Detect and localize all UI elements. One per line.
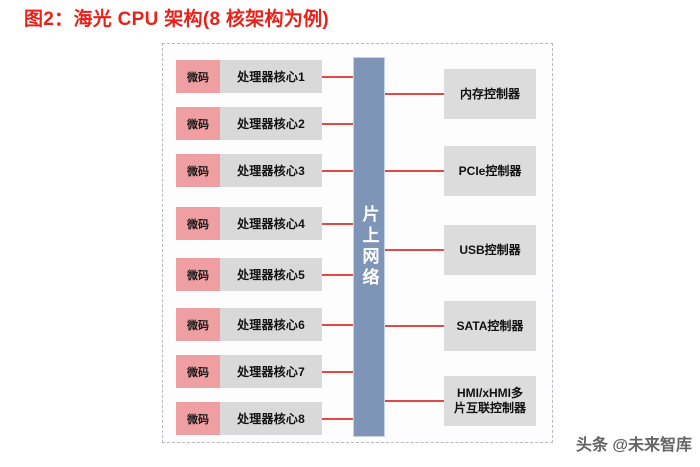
core-row: 微码 处理器核心6 (176, 308, 322, 341)
core-connector-line (322, 274, 354, 276)
core-connector-line (322, 76, 354, 78)
core-connector-line (322, 324, 354, 326)
watermark: 头条 @未来智库 (575, 437, 692, 454)
core-label: 处理器核心5 (220, 258, 322, 291)
core-label: 处理器核心1 (220, 60, 322, 93)
core-connector-line (322, 123, 354, 125)
page-title: 图2：海光 CPU 架构(8 核架构为例) (24, 9, 330, 30)
core-label: 处理器核心3 (220, 154, 322, 187)
microcode-block: 微码 (176, 154, 220, 187)
controller-block: PCIe控制器 (444, 146, 536, 196)
core-row: 微码 处理器核心3 (176, 154, 322, 187)
microcode-block: 微码 (176, 258, 220, 291)
network-on-chip-block: 片上网络 (353, 57, 385, 437)
controller-block: HMI/xHMI多 片互联控制器 (444, 376, 536, 426)
controller-connector-line (385, 249, 444, 251)
core-row: 微码 处理器核心5 (176, 258, 322, 291)
controller-block: USB控制器 (444, 225, 536, 275)
core-connector-line (322, 418, 354, 420)
core-row: 微码 处理器核心2 (176, 107, 322, 140)
controller-connector-line (385, 400, 444, 402)
controller-block: 内存控制器 (444, 69, 536, 119)
microcode-block: 微码 (176, 107, 220, 140)
core-label: 处理器核心2 (220, 107, 322, 140)
core-label: 处理器核心4 (220, 207, 322, 240)
core-row: 微码 处理器核心4 (176, 207, 322, 240)
core-label: 处理器核心7 (220, 355, 322, 388)
controller-block: SATA控制器 (444, 301, 536, 351)
core-row: 微码 处理器核心7 (176, 355, 322, 388)
controller-connector-line (385, 93, 444, 95)
core-label: 处理器核心6 (220, 308, 322, 341)
core-connector-line (322, 371, 354, 373)
microcode-block: 微码 (176, 402, 220, 435)
network-on-chip-label: 片上网络 (359, 205, 379, 289)
core-connector-line (322, 170, 354, 172)
microcode-block: 微码 (176, 308, 220, 341)
microcode-block: 微码 (176, 355, 220, 388)
microcode-block: 微码 (176, 60, 220, 93)
core-row: 微码 处理器核心1 (176, 60, 322, 93)
core-connector-line (322, 223, 354, 225)
controller-connector-line (385, 325, 444, 327)
core-label: 处理器核心8 (220, 402, 322, 435)
microcode-block: 微码 (176, 207, 220, 240)
core-row: 微码 处理器核心8 (176, 402, 322, 435)
controller-connector-line (385, 170, 444, 172)
